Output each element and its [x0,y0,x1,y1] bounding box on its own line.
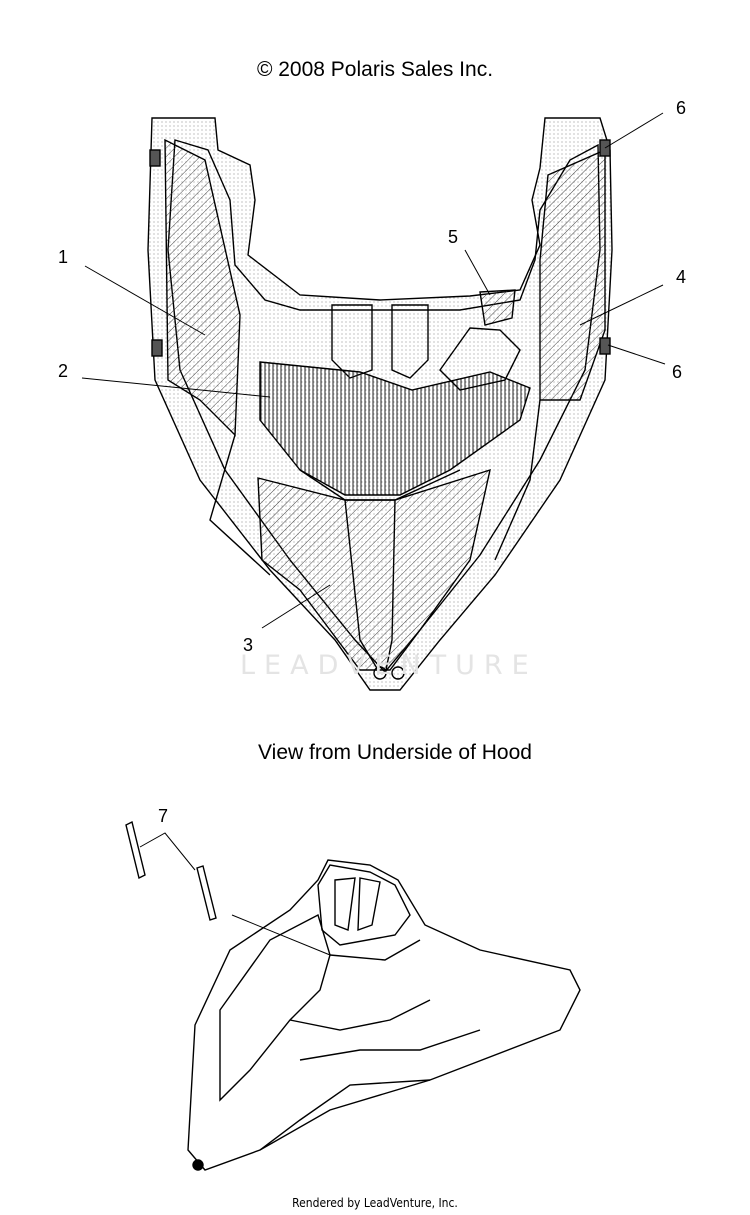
footer-credit: Rendered by LeadVenture, Inc. [292,1196,458,1210]
callout-5: 5 [448,227,458,247]
hood-iso-outer [187,859,581,1171]
watermark: LEADVENTURE [240,650,538,681]
decal-center-striped [259,361,531,496]
callout-leaders-7 [139,832,331,956]
stripe-decal-left [125,820,146,880]
callout-6-top: 6 [676,98,686,118]
callout-3: 3 [243,635,253,655]
vent-opening-right [391,304,429,379]
decal-right-upper-small [479,289,516,326]
callout-7: 7 [158,806,168,826]
stripe-decal-right [196,865,217,921]
callout-2: 2 [58,361,68,381]
callout-1: 1 [58,247,68,267]
callout-4: 4 [676,267,686,287]
copyright-text: © 2008 Polaris Sales Inc. [256,58,494,81]
hood-underside-view [147,117,613,691]
hood-isometric-view [125,820,581,1171]
callout-6-bottom: 6 [672,362,682,382]
callout-leaders [81,112,666,629]
hood-iso-windscreen [317,864,411,946]
view-caption: View from Underside of Hood [258,741,532,764]
